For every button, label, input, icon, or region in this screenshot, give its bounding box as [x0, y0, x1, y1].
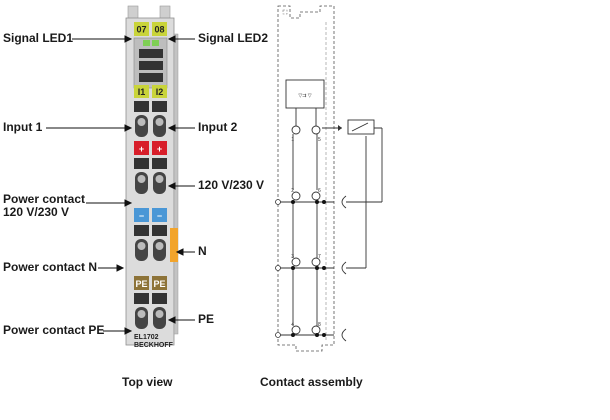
label-power-contact-pe: Power contact PE — [3, 323, 105, 337]
switch-arrow — [338, 125, 342, 131]
contact-number-1: 1 — [291, 137, 294, 143]
release-slot — [152, 101, 167, 112]
contact-number-4: 4 — [291, 322, 294, 328]
contact-row-neutral — [134, 225, 167, 261]
contact-number-5: 5 — [318, 137, 321, 143]
arrow-head — [124, 35, 133, 43]
label-power-contact-line1: Power contact — [3, 192, 86, 206]
arrow-head — [167, 182, 176, 190]
release-slot — [134, 225, 149, 236]
release-slot — [152, 158, 167, 169]
connection-arcs — [341, 195, 347, 342]
label-n: N — [198, 244, 207, 258]
caption-top-view: Top view — [122, 375, 173, 389]
spring-contact-hole — [155, 175, 164, 183]
minus-label-right: − — [157, 211, 162, 221]
pe-label-left: PE — [135, 279, 147, 289]
release-slot — [134, 158, 149, 169]
spring-contact-hole — [137, 242, 146, 250]
label-120-230v: 120 V/230 V — [198, 178, 265, 192]
clip-detail — [282, 9, 288, 15]
contact-number-7: 7 — [318, 254, 321, 260]
label-i2: I2 — [156, 87, 164, 97]
release-slot — [134, 101, 149, 112]
optocoupler-symbol: ▽⇉ ▽ — [298, 93, 311, 99]
led-slot-3 — [139, 73, 163, 82]
pe-label-right-bg — [152, 276, 167, 290]
leader-lines — [46, 35, 195, 335]
arrow-head — [167, 316, 176, 324]
arrow-head — [167, 124, 176, 132]
label-i2-bg — [152, 85, 167, 98]
switch-blade — [351, 122, 369, 132]
label-input1: Input 1 — [3, 120, 43, 134]
spring-contact-hole — [137, 310, 146, 318]
spring-contact-hole — [137, 118, 146, 126]
bus-terminals — [275, 199, 281, 338]
label-i1: I1 — [138, 87, 146, 97]
pe-label-right: PE — [153, 279, 165, 289]
optocoupler-box — [285, 79, 325, 109]
plus-label-left-bg — [134, 141, 149, 155]
power-contact-n-tab — [170, 228, 178, 262]
led-label-08: 08 — [154, 25, 164, 35]
arrow-head — [124, 199, 133, 207]
release-slot — [134, 293, 149, 304]
contact-circles — [291, 125, 321, 335]
spring-contact-hole — [137, 175, 146, 183]
contact-assembly: ▽⇉ ▽ — [275, 5, 383, 352]
contact-number-8: 8 — [318, 322, 321, 328]
caption-contact-assembly: Contact assembly — [260, 375, 363, 389]
contact-row-pe — [134, 293, 167, 329]
plus-label-left: + — [139, 144, 144, 154]
junction-dots — [291, 200, 326, 337]
spring-contact-hole — [155, 118, 164, 126]
label-power-contact-n: Power contact N — [3, 260, 98, 274]
contact-row-input — [134, 101, 167, 137]
contact-number-2: 2 — [291, 188, 294, 194]
plus-label-right: + — [157, 144, 162, 154]
led-slot-1 — [139, 49, 163, 58]
minus-label-right-bg — [152, 208, 167, 222]
assembly-outline — [277, 5, 335, 352]
minus-label-left: − — [139, 211, 144, 221]
brand-name: BECKHOFF — [134, 342, 174, 349]
label-signal-led1: Signal LED1 — [3, 31, 74, 45]
pe-label-left-bg — [134, 276, 149, 290]
arrow-head — [116, 264, 125, 272]
led-slot-2 — [139, 61, 163, 70]
led-indicator-1 — [143, 40, 150, 46]
terminal-top-view: 07 08 I1 I2 + + — [125, 5, 179, 349]
label-power-contact-line2: 120 V/230 V — [3, 205, 70, 219]
label-signal-led2: Signal LED2 — [198, 31, 269, 45]
label-i1-bg — [134, 85, 149, 98]
contact-number-6: 6 — [318, 188, 321, 194]
led-label-07: 07 — [136, 25, 146, 35]
spring-contact-hole — [155, 242, 164, 250]
contact-row-power — [134, 158, 167, 194]
arrow-head — [124, 327, 133, 335]
arrow-head — [175, 248, 184, 256]
plus-label-right-bg — [152, 141, 167, 155]
arrow-head — [167, 35, 176, 43]
release-slot — [152, 293, 167, 304]
led-label-07-bg — [134, 22, 149, 36]
release-slot — [152, 225, 167, 236]
model-number: EL1702 — [134, 334, 159, 341]
label-input2: Input 2 — [198, 120, 238, 134]
led-label-08-bg — [152, 22, 167, 36]
contact-number-3: 3 — [291, 254, 294, 260]
label-pe: PE — [198, 312, 215, 326]
minus-label-left-bg — [134, 208, 149, 222]
spring-contact-hole — [155, 310, 164, 318]
arrow-head — [124, 124, 133, 132]
led-indicator-2 — [152, 40, 159, 46]
